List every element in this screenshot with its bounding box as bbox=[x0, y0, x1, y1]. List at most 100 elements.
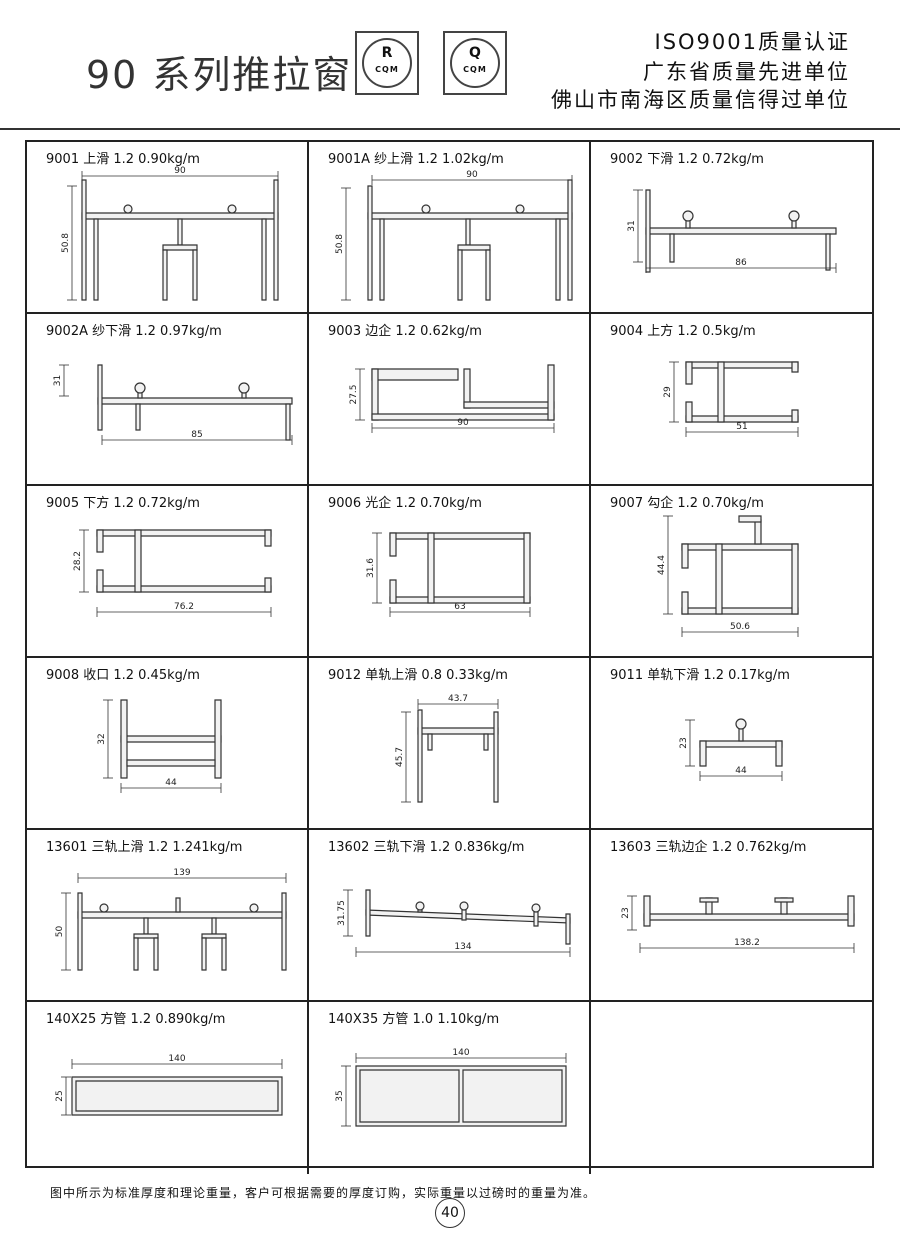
profile-shape bbox=[221, 937, 227, 971]
profile-shape bbox=[669, 233, 675, 263]
profile-shape bbox=[791, 361, 799, 373]
width-dimension: 90 bbox=[457, 418, 469, 428]
profile-label: 9004 上方 1.2 0.5kg/m bbox=[610, 324, 756, 339]
profile-shape bbox=[493, 711, 499, 803]
profile-shape bbox=[264, 529, 272, 547]
profile-shape bbox=[717, 361, 725, 423]
profile-label: 140X25 方管 1.2 0.890kg/m bbox=[46, 1012, 226, 1027]
profile-shape bbox=[126, 759, 216, 767]
profile-shape bbox=[77, 892, 83, 971]
width-dimension: 86 bbox=[735, 258, 747, 268]
profile-drawing: 43.745.7 bbox=[395, 694, 499, 803]
profile-shape bbox=[565, 913, 571, 945]
profile-shape bbox=[96, 529, 104, 553]
profile-shape bbox=[699, 740, 707, 767]
profile-drawing: 76.228.2 bbox=[73, 529, 272, 617]
width-dimension: 140 bbox=[168, 1054, 185, 1064]
width-dimension: 90 bbox=[174, 166, 186, 176]
height-dimension: 32 bbox=[97, 733, 107, 744]
profile-shape bbox=[791, 409, 799, 423]
profile-label: 9001A 纱上滑 1.2 1.02kg/m bbox=[328, 152, 504, 167]
profile-shape bbox=[457, 249, 463, 301]
width-dimension: 63 bbox=[454, 602, 465, 612]
profile-label: 9002 下滑 1.2 0.72kg/m bbox=[610, 152, 764, 167]
profile-shape bbox=[457, 244, 491, 251]
profile-shape bbox=[685, 361, 799, 369]
profile-shape bbox=[681, 543, 689, 569]
profile-shape bbox=[463, 401, 555, 409]
profile-label: 9001 上滑 1.2 0.90kg/m bbox=[46, 152, 200, 167]
profile-bulb bbox=[682, 210, 694, 222]
profile-label: 9007 勾企 1.2 0.70kg/m bbox=[610, 496, 764, 511]
profile-shape bbox=[643, 895, 651, 927]
profile-shape bbox=[81, 179, 87, 301]
profile-shape bbox=[791, 543, 799, 615]
profile-shape bbox=[738, 727, 744, 742]
profile-shape bbox=[285, 403, 291, 441]
profile-shape bbox=[177, 218, 183, 246]
profile-drawing: 51 29 bbox=[663, 361, 799, 437]
profile-shape bbox=[485, 249, 491, 301]
header-divider bbox=[0, 128, 900, 130]
profile-label: 13603 三轨边企 1.2 0.762kg/m bbox=[610, 840, 807, 855]
profile-shape bbox=[96, 529, 272, 537]
height-dimension: 25 bbox=[55, 1090, 65, 1101]
profile-shape bbox=[367, 212, 573, 220]
height-dimension: 27.5 bbox=[349, 384, 359, 404]
profile-bulb bbox=[238, 382, 250, 394]
profile-bulb bbox=[459, 901, 469, 911]
width-dimension: 85 bbox=[191, 430, 202, 440]
profile-shape bbox=[567, 179, 573, 301]
logo-sub: CQM bbox=[375, 65, 399, 74]
profile-bulb bbox=[249, 903, 259, 913]
profile-shape bbox=[153, 937, 159, 971]
width-dimension: 139 bbox=[173, 868, 190, 878]
profile-shape bbox=[645, 189, 651, 273]
profile-label: 9003 边企 1.2 0.62kg/m bbox=[328, 324, 482, 339]
profile-shape bbox=[715, 543, 723, 615]
profile-shape bbox=[699, 740, 783, 748]
profile-shape bbox=[93, 218, 99, 301]
profile-shape bbox=[681, 607, 799, 615]
width-dimension: 44 bbox=[165, 778, 177, 788]
profile-shape bbox=[681, 543, 799, 551]
width-dimension: 134 bbox=[454, 942, 471, 952]
profile-shape bbox=[97, 397, 293, 405]
profile-shape bbox=[75, 1080, 279, 1112]
profile-shape bbox=[547, 364, 555, 421]
profile-bulb bbox=[415, 901, 425, 911]
profile-shape bbox=[681, 591, 689, 615]
profile-shape bbox=[273, 179, 279, 301]
cert-line-1: ISO9001质量认证 bbox=[654, 30, 850, 54]
profile-shape bbox=[81, 212, 279, 220]
profile-shape bbox=[359, 1069, 460, 1123]
profile-shape bbox=[555, 218, 561, 301]
logo-glyph: R bbox=[381, 45, 393, 61]
profile-shape bbox=[462, 1069, 563, 1123]
profile-shape bbox=[97, 364, 103, 431]
profile-cell bbox=[591, 1002, 872, 1174]
profile-shape bbox=[77, 911, 287, 919]
profile-bulb bbox=[123, 204, 133, 214]
cqm-q-logo: Q CQM bbox=[443, 31, 507, 95]
width-dimension: 51 bbox=[736, 422, 747, 432]
width-dimension: 140 bbox=[452, 1048, 469, 1058]
profile-shape bbox=[483, 733, 489, 751]
height-dimension: 29 bbox=[663, 386, 673, 398]
profile-shape bbox=[120, 735, 222, 743]
profile-label: 9006 光企 1.2 0.70kg/m bbox=[328, 496, 482, 511]
profile-bulb bbox=[531, 903, 541, 913]
height-dimension: 44.4 bbox=[657, 555, 667, 575]
height-dimension: 31.6 bbox=[366, 558, 376, 578]
